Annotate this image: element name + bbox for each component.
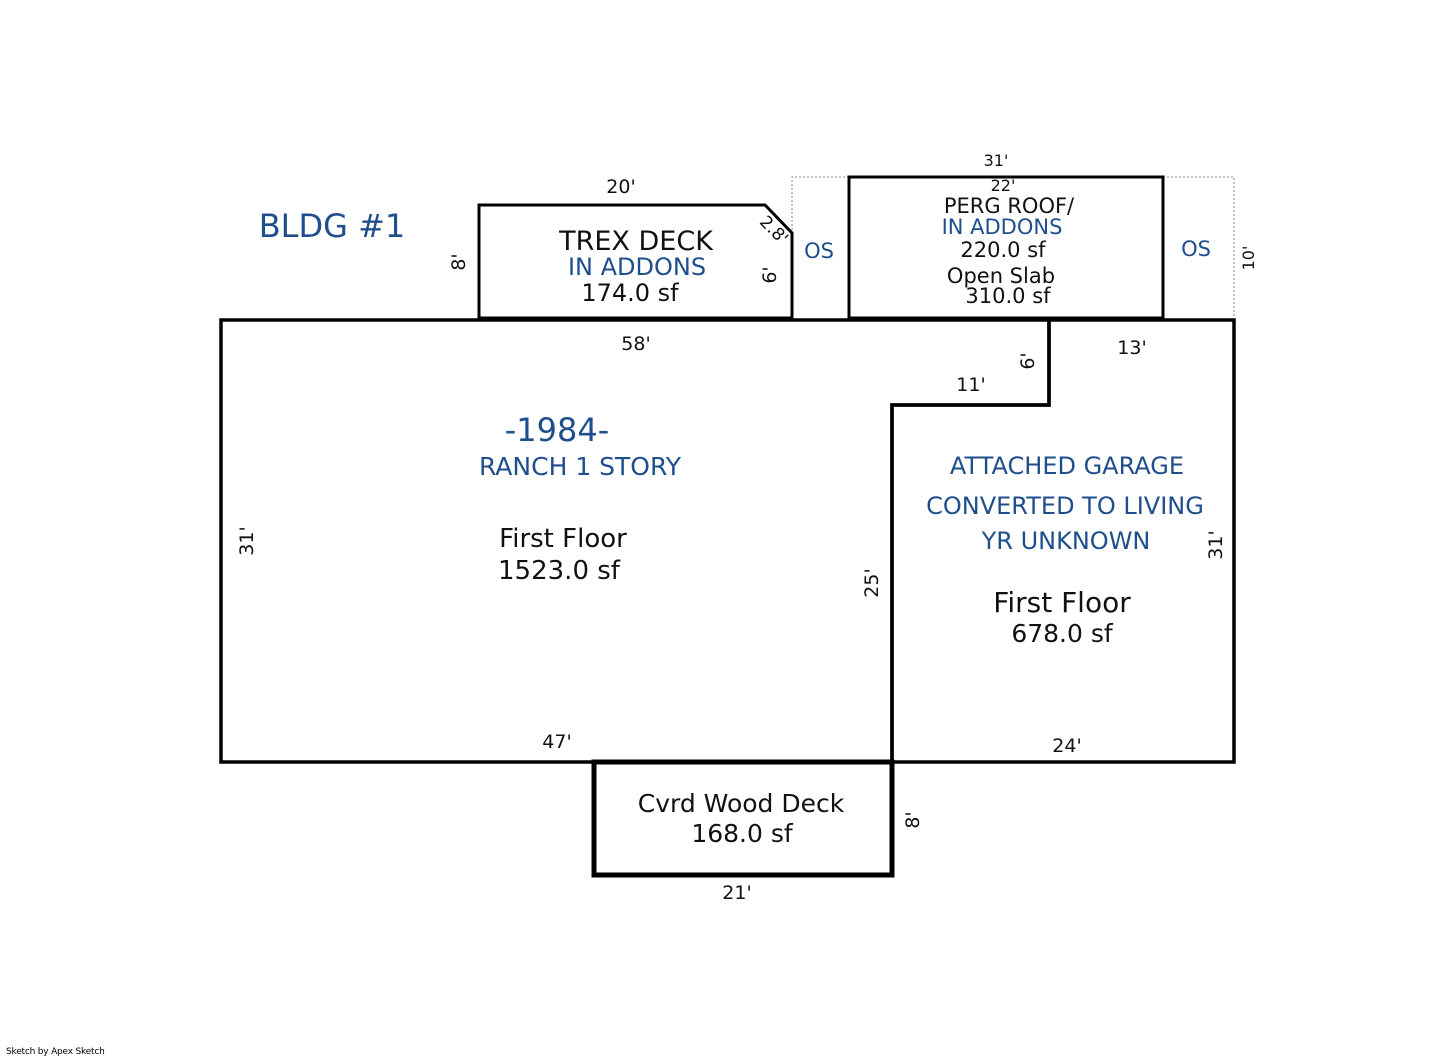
slab-name: Open Slab xyxy=(947,264,1055,288)
main-house-outline xyxy=(219,318,1051,764)
dim-garage-right: 31' xyxy=(1205,530,1227,559)
main-floor-label: First Floor xyxy=(499,524,627,554)
covered-deck-outline xyxy=(591,759,895,878)
dim-trex-diagonal: 2.8' xyxy=(755,212,792,249)
covered-deck-area: 168.0 sf xyxy=(691,819,794,848)
dim-deck-bottom: 21' xyxy=(722,882,751,904)
pergola-note: IN ADDONS xyxy=(942,215,1063,239)
trex-deck-note: IN ADDONS xyxy=(568,253,706,281)
dim-main-bottom: 47' xyxy=(542,731,571,753)
slab-area: 310.0 sf xyxy=(965,284,1051,308)
open-slab-left-label: OS xyxy=(804,239,834,263)
pergola-name: PERG ROOF/ xyxy=(944,194,1075,218)
dim-main-left: 31' xyxy=(236,526,258,555)
open-slab-right-label: OS xyxy=(1181,237,1211,261)
main-floor-area: 1523.0 sf xyxy=(498,556,621,586)
dim-deck-right: 8' xyxy=(902,811,924,828)
dim-slab-total-width: 31' xyxy=(984,151,1009,170)
dim-slab-depth: 10' xyxy=(1239,246,1258,271)
dim-trex-left: 8' xyxy=(448,253,470,270)
dim-garage-left: 25' xyxy=(861,568,883,597)
dim-garage-bottom: 24' xyxy=(1052,735,1081,757)
dim-pergola-width: 22' xyxy=(991,176,1016,195)
garage-line3: YR UNKNOWN xyxy=(981,527,1151,555)
pergola-outline xyxy=(847,175,1165,320)
trex-deck-outline xyxy=(477,203,794,320)
trex-deck-name: TREX DECK xyxy=(558,226,714,257)
main-style: RANCH 1 STORY xyxy=(479,452,682,481)
garage-floor-area: 678.0 sf xyxy=(1011,619,1114,648)
dim-trex-right: 6' xyxy=(759,266,781,283)
dim-main-top: 58' xyxy=(621,333,650,355)
pergola-area: 220.0 sf xyxy=(960,238,1046,262)
dim-notch-horizontal: 11' xyxy=(956,374,985,396)
building-label: BLDG #1 xyxy=(259,207,406,245)
sketch-credit: Sketch by Apex Sketch xyxy=(6,1047,105,1057)
trex-deck-area: 174.0 sf xyxy=(581,279,679,307)
dim-notch-vertical: 6' xyxy=(1017,352,1039,369)
covered-deck-name: Cvrd Wood Deck xyxy=(638,789,845,818)
garage-line2: CONVERTED TO LIVING xyxy=(926,492,1204,520)
dim-garage-top: 13' xyxy=(1117,337,1146,359)
dim-trex-top: 20' xyxy=(606,176,635,198)
garage-floor-label: First Floor xyxy=(993,586,1131,619)
main-year: -1984- xyxy=(505,411,610,449)
garage-line1: ATTACHED GARAGE xyxy=(950,452,1184,480)
